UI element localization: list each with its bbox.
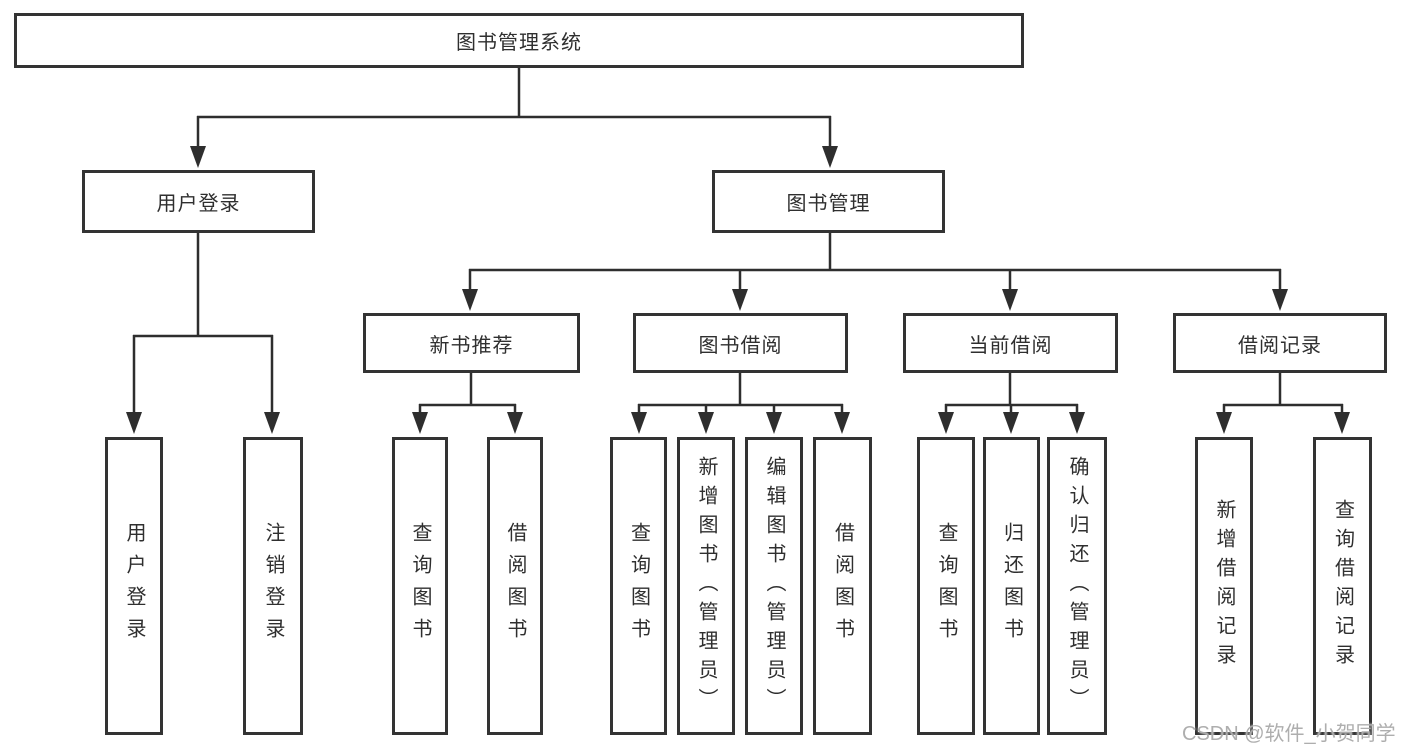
node-user-login-branch: 用户登录 [82, 170, 315, 233]
arrowhead-icons [126, 146, 1350, 434]
leaf-borrow-books: 借阅图书 [813, 437, 872, 735]
node-label: 借阅记录 [1238, 334, 1322, 357]
node-label: 图书管理系统 [456, 32, 582, 54]
leaf-user-login: 用户登录 [105, 437, 163, 735]
leaf-label: 注销登录 [262, 522, 284, 650]
leaf-label: 借阅图书 [504, 522, 526, 650]
csdn-watermark: CSDN @软件_小贺同学 [1182, 723, 1396, 745]
leaf-borrow-books-recommend: 借阅图书 [487, 437, 543, 735]
node-book-management-branch: 图书管理 [712, 170, 945, 233]
node-label: 图书借阅 [698, 334, 783, 357]
leaf-label: 归还图书 [1000, 522, 1023, 650]
node-book-borrow: 图书借阅 [633, 313, 848, 373]
node-label: 新书推荐 [429, 334, 514, 357]
leaf-label: 编辑图书（管理员） [763, 455, 785, 717]
leaf-add-books-admin: 新增图书（管理员） [677, 437, 735, 735]
node-label: 当前借阅 [968, 334, 1053, 357]
leaf-query-books-recommend: 查询图书 [392, 437, 448, 735]
leaf-label: 查询图书 [627, 522, 650, 650]
node-current-borrow: 当前借阅 [903, 313, 1118, 373]
node-label: 图书管理 [786, 193, 871, 215]
leaf-label: 查询图书 [409, 522, 431, 650]
leaf-label: 用户登录 [123, 522, 145, 650]
leaf-label: 借阅图书 [831, 522, 854, 650]
leaf-return-books: 归还图书 [983, 437, 1040, 735]
leaf-label: 新增图书（管理员） [695, 455, 717, 717]
leaf-label: 新增借阅记录 [1213, 499, 1235, 673]
node-borrow-records: 借阅记录 [1173, 313, 1387, 373]
leaf-query-books-current: 查询图书 [917, 437, 975, 735]
leaf-query-books-borrow: 查询图书 [610, 437, 667, 735]
leaf-add-borrow-record: 新增借阅记录 [1195, 437, 1253, 735]
leaf-logout: 注销登录 [243, 437, 303, 735]
leaf-edit-books-admin: 编辑图书（管理员） [745, 437, 803, 735]
leaf-label: 查询借阅记录 [1331, 499, 1354, 673]
leaf-confirm-return-admin: 确认归还（管理员） [1047, 437, 1107, 735]
node-new-book-recommend: 新书推荐 [363, 313, 580, 373]
node-library-management-system: 图书管理系统 [14, 13, 1024, 68]
leaf-label: 确认归还（管理员） [1066, 455, 1088, 717]
leaf-query-borrow-record: 查询借阅记录 [1313, 437, 1372, 735]
leaf-label: 查询图书 [935, 522, 957, 650]
node-label: 用户登录 [156, 193, 241, 215]
